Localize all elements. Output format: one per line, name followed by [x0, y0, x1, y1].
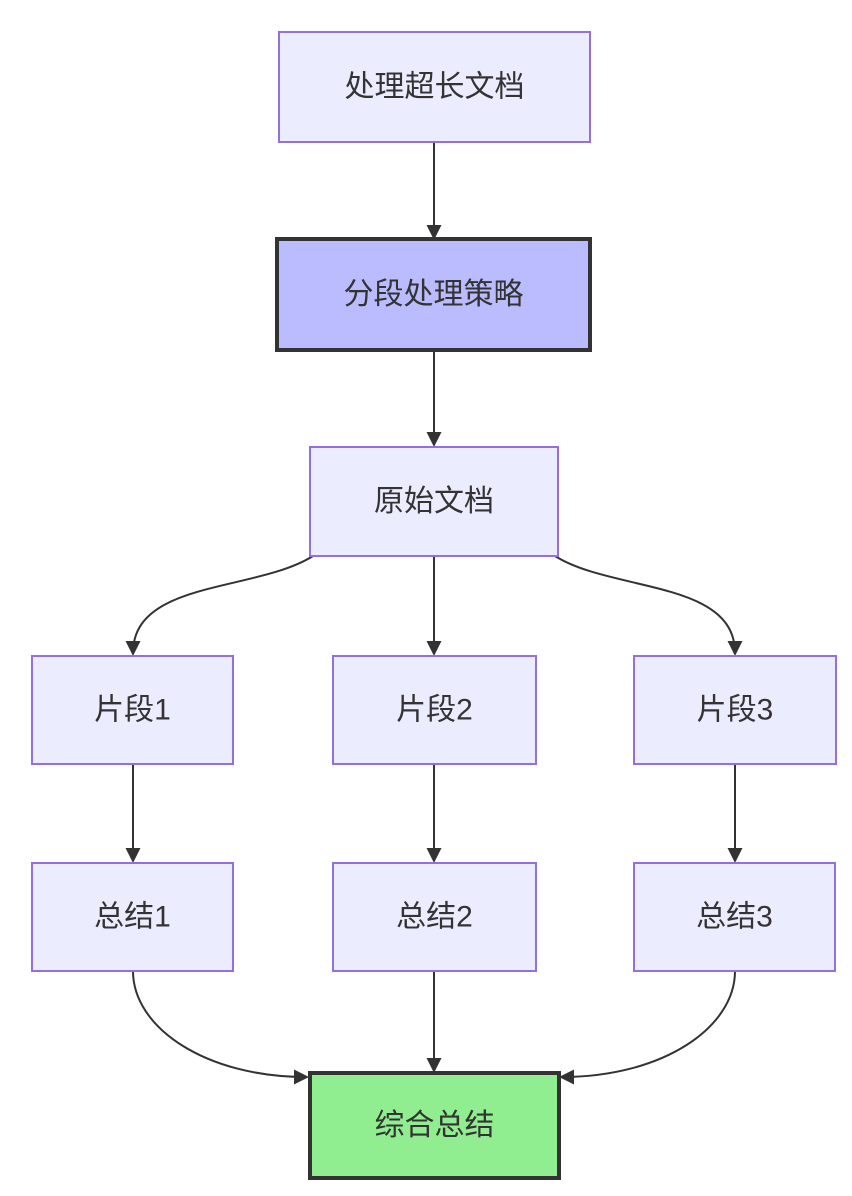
node-sum1-box — [31, 862, 234, 972]
node-final: 综合总结 — [308, 1071, 561, 1180]
node-seg1-label: 片段1 — [94, 694, 171, 727]
node-start-label: 处理超长文档 — [345, 71, 525, 104]
node-sum1-label: 总结1 — [94, 901, 171, 934]
node-doc: 原始文档 — [309, 446, 559, 557]
node-seg2: 片段2 — [332, 655, 537, 765]
node-strategy: 分段处理策略 — [275, 237, 592, 352]
node-seg1: 片段1 — [31, 655, 234, 765]
edge-doc-to-seg3 — [554, 555, 743, 656]
node-sum2-box — [332, 862, 537, 972]
node-seg3: 片段3 — [633, 655, 837, 765]
node-final-box — [308, 1071, 561, 1180]
node-strategy-box — [275, 237, 592, 352]
node-seg3-label: 片段3 — [697, 694, 774, 727]
node-final-label: 综合总结 — [375, 1109, 495, 1142]
node-sum3: 总结3 — [633, 862, 836, 972]
node-sum1: 总结1 — [31, 862, 234, 972]
node-sum3-box — [633, 862, 836, 972]
edge-sum1-to-final — [132, 970, 309, 1085]
node-start-box — [278, 31, 591, 143]
edge-doc-to-seg1 — [125, 555, 314, 656]
node-sum2-label: 总结2 — [396, 901, 473, 934]
node-doc-label: 原始文档 — [374, 485, 494, 518]
edge-sum3-to-final — [559, 970, 736, 1085]
node-seg2-label: 片段2 — [396, 694, 473, 727]
node-seg2-box — [332, 655, 537, 765]
node-seg1-box — [31, 655, 234, 765]
node-seg3-box — [633, 655, 837, 765]
node-sum3-label: 总结3 — [696, 901, 773, 934]
node-doc-box — [309, 446, 559, 557]
node-sum2: 总结2 — [332, 862, 537, 972]
node-strategy-label: 分段处理策略 — [344, 278, 524, 311]
node-start: 处理超长文档 — [278, 31, 591, 143]
